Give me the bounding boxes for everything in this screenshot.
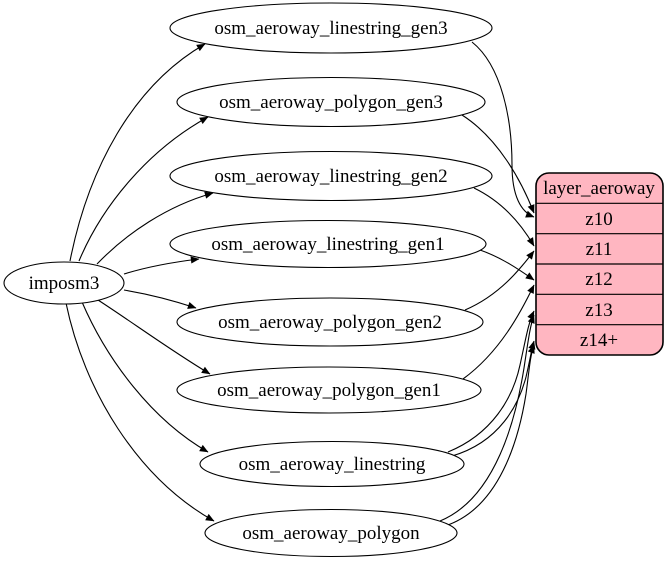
table-node-label: osm_aeroway_linestring (239, 454, 426, 475)
layer-node-layer-aeroway: layer_aeroway z10 z11 z12 z13 z14+ (535, 172, 664, 356)
edge-osm-aeroway-polygon-gen3-z10 (461, 114, 535, 214)
table-node-label: osm_aeroway_polygon_gen3 (219, 92, 443, 113)
table-node-osm-aeroway-polygon-gen1: osm_aeroway_polygon_gen1 (176, 366, 482, 414)
layer-row-z14plus: z14+ (580, 330, 618, 351)
edge-imposm3-osm-aeroway-polygon (65, 302, 215, 522)
edge-osm-aeroway-polygon-gen1-z12 (462, 284, 535, 380)
layer-row-z10: z10 (585, 209, 612, 230)
layer-row-z13: z13 (585, 300, 612, 321)
edges-to-layer (439, 41, 536, 527)
layer-row-z11: z11 (586, 239, 613, 260)
edge-imposm3-osm-aeroway-polygon-gen1 (97, 299, 211, 375)
edge-imposm3-osm-aeroway-polygon-gen2 (123, 289, 197, 309)
edge-imposm3-osm-aeroway-linestring-gen1 (123, 256, 200, 275)
edge-osm-aeroway-polygon-z14plus (444, 344, 535, 527)
edge-osm-aeroway-linestring-gen2-z11 (473, 187, 535, 247)
edge-osm-aeroway-linestring-gen1-z12 (479, 249, 535, 281)
layer-node-title: layer_aeroway (543, 178, 655, 199)
table-node-ellipse (176, 76, 486, 128)
edge-imposm3-osm-aeroway-linestring-gen3 (69, 43, 206, 262)
table-node-osm-aeroway-linestring-gen1: osm_aeroway_linestring_gen1 (169, 219, 487, 269)
table-node-osm-aeroway-polygon-gen2: osm_aeroway_polygon_gen2 (176, 297, 484, 347)
table-node-ellipse (169, 150, 493, 202)
table-node-label: osm_aeroway_polygon_gen2 (218, 312, 442, 333)
table-node-ellipse (176, 366, 482, 414)
edge-imposm3-osm-aeroway-linestring-gen2 (96, 191, 214, 265)
edge-osm-aeroway-linestring-gen3-z10 (471, 41, 535, 218)
table-node-ellipse (169, 2, 493, 54)
table-node-ellipse (204, 508, 458, 558)
table-node-label: osm_aeroway_linestring_gen1 (211, 234, 444, 255)
edge-osm-aeroway-polygon-z13 (439, 314, 535, 522)
source-node-ellipse (3, 261, 125, 305)
table-node-ellipse (176, 297, 484, 347)
edge-osm-aeroway-polygon-gen2-z11 (464, 250, 535, 311)
table-node-label: osm_aeroway_polygon_gen1 (217, 380, 441, 401)
source-node-imposm3: imposm3 (3, 261, 125, 305)
edges-from-imposm3 (65, 43, 215, 522)
source-node-label: imposm3 (29, 273, 100, 294)
table-node-label: osm_aeroway_linestring_gen3 (214, 18, 447, 39)
table-node-label: osm_aeroway_polygon (242, 523, 420, 544)
table-node-osm-aeroway-linestring: osm_aeroway_linestring (199, 440, 465, 488)
table-node-osm-aeroway-polygon-gen3: osm_aeroway_polygon_gen3 (176, 76, 486, 128)
table-node-label: osm_aeroway_linestring_gen2 (214, 166, 447, 187)
layer-row-z12: z12 (585, 269, 612, 290)
edge-imposm3-osm-aeroway-linestring (81, 301, 209, 453)
table-node-osm-aeroway-linestring-gen3: osm_aeroway_linestring_gen3 (169, 2, 493, 54)
table-node-ellipse (199, 440, 465, 488)
edge-imposm3-osm-aeroway-polygon-gen3 (78, 116, 209, 262)
table-node-osm-aeroway-polygon: osm_aeroway_polygon (204, 508, 458, 558)
table-node-osm-aeroway-linestring-gen2: osm_aeroway_linestring_gen2 (169, 150, 493, 202)
table-node-ellipse (169, 219, 487, 269)
edge-osm-aeroway-linestring-z13 (447, 310, 535, 453)
